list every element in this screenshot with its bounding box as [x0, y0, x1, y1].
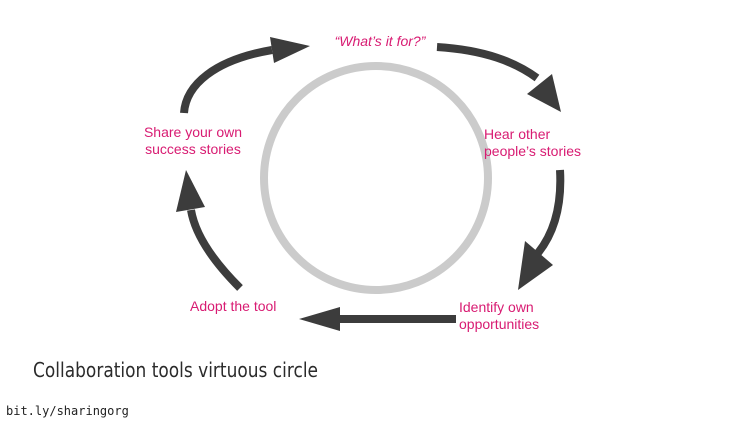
step-whats-it-for: “What’s it for?”	[334, 33, 426, 49]
short-link[interactable]: bit.ly/sharingorg	[6, 404, 129, 418]
step-hear-other-stories: Hear other people’s stories	[484, 126, 608, 160]
arrow-to-share-stories	[187, 209, 243, 291]
step-share-success-stories-line-2: success stories	[145, 141, 241, 157]
arrow-to-identify-opportunities	[534, 169, 565, 256]
step-adopt-the-tool: Adopt the tool	[190, 298, 277, 314]
arrowhead-to-identify-opportunities	[518, 241, 553, 290]
slide-caption: Collaboration tools virtuous circle	[33, 358, 319, 382]
arrow-to-hear-stories	[436, 43, 540, 82]
arrow-to-whats-it-for	[180, 46, 273, 114]
step-share-success-stories-line-1: Share your own	[143, 124, 243, 140]
step-hear-other-stories-line-2: people’s stories	[484, 143, 582, 159]
arrowhead-to-hear-stories	[527, 74, 561, 112]
step-identify-opportunities-line-2: opportunities	[459, 316, 540, 332]
arrowhead-to-share-stories	[176, 170, 205, 212]
step-identify-opportunities: Identify own opportunities	[459, 299, 589, 333]
arrowhead-to-adopt-tool	[299, 307, 340, 331]
arrowhead-to-whats-it-for	[270, 37, 310, 63]
step-hear-other-stories-line-1: Hear other	[484, 126, 551, 142]
center-ring	[260, 62, 492, 294]
step-identify-opportunities-line-1: Identify own	[459, 299, 534, 315]
step-share-success-stories: Share your own success stories	[128, 124, 258, 158]
